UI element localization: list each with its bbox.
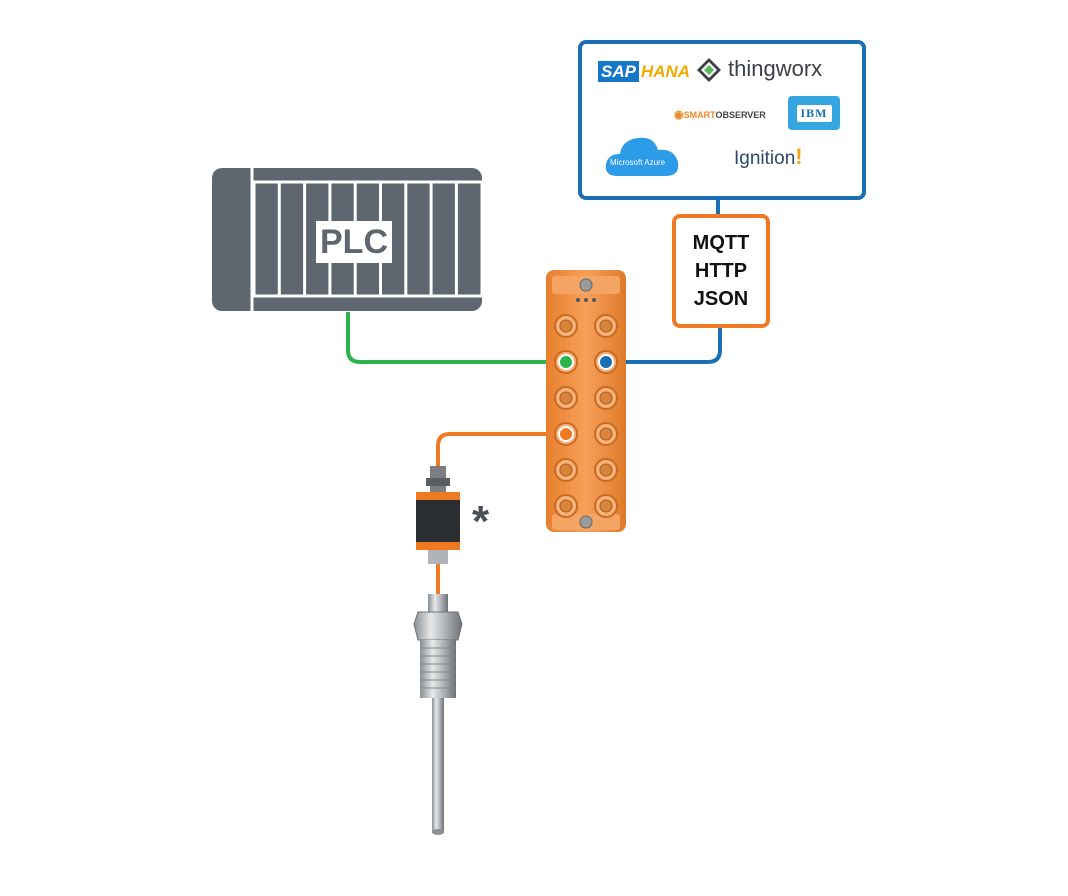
connected-port: [558, 354, 574, 370]
sensor-cable: [436, 432, 566, 466]
port-socket: [599, 319, 613, 333]
port-socket: [599, 427, 613, 441]
plc-cable: [346, 312, 566, 364]
temperature-sensor: [413, 594, 463, 835]
ibm-logo: IBM: [788, 96, 840, 130]
smartobserver-logo: ◉SMARTOBSERVER: [674, 109, 766, 121]
it-cable: [606, 324, 722, 364]
plc-label: PLC: [316, 221, 392, 263]
thingworx-icon: [697, 58, 721, 83]
signal-converter: [416, 466, 460, 564]
port-socket: [559, 499, 573, 513]
protocol-json: JSON: [693, 288, 749, 310]
port-socket: [559, 391, 573, 405]
port-socket: [559, 463, 573, 477]
protocol-box: MQTT HTTP JSON: [672, 214, 770, 328]
port-socket: [599, 463, 613, 477]
ignition-mark-icon: !: [795, 144, 803, 169]
connected-port: [598, 354, 614, 370]
microsoft-azure-logo: Microsoft Azure: [604, 132, 682, 178]
port-socket: [599, 391, 613, 405]
thingworx-logo: thingworx: [696, 56, 822, 83]
port-socket: [559, 319, 573, 333]
smartobserver-icon: ◉: [674, 109, 684, 121]
connected-port: [558, 426, 574, 442]
converter-asterisk: *: [472, 497, 490, 546]
ignition-logo: Ignition!: [734, 144, 803, 169]
io-link-master-module: [546, 270, 626, 532]
port-socket: [599, 499, 613, 513]
protocol-http: HTTP: [694, 260, 748, 282]
azure-cloud-icon: [605, 137, 679, 176]
protocol-mqtt: MQTT: [692, 232, 750, 254]
